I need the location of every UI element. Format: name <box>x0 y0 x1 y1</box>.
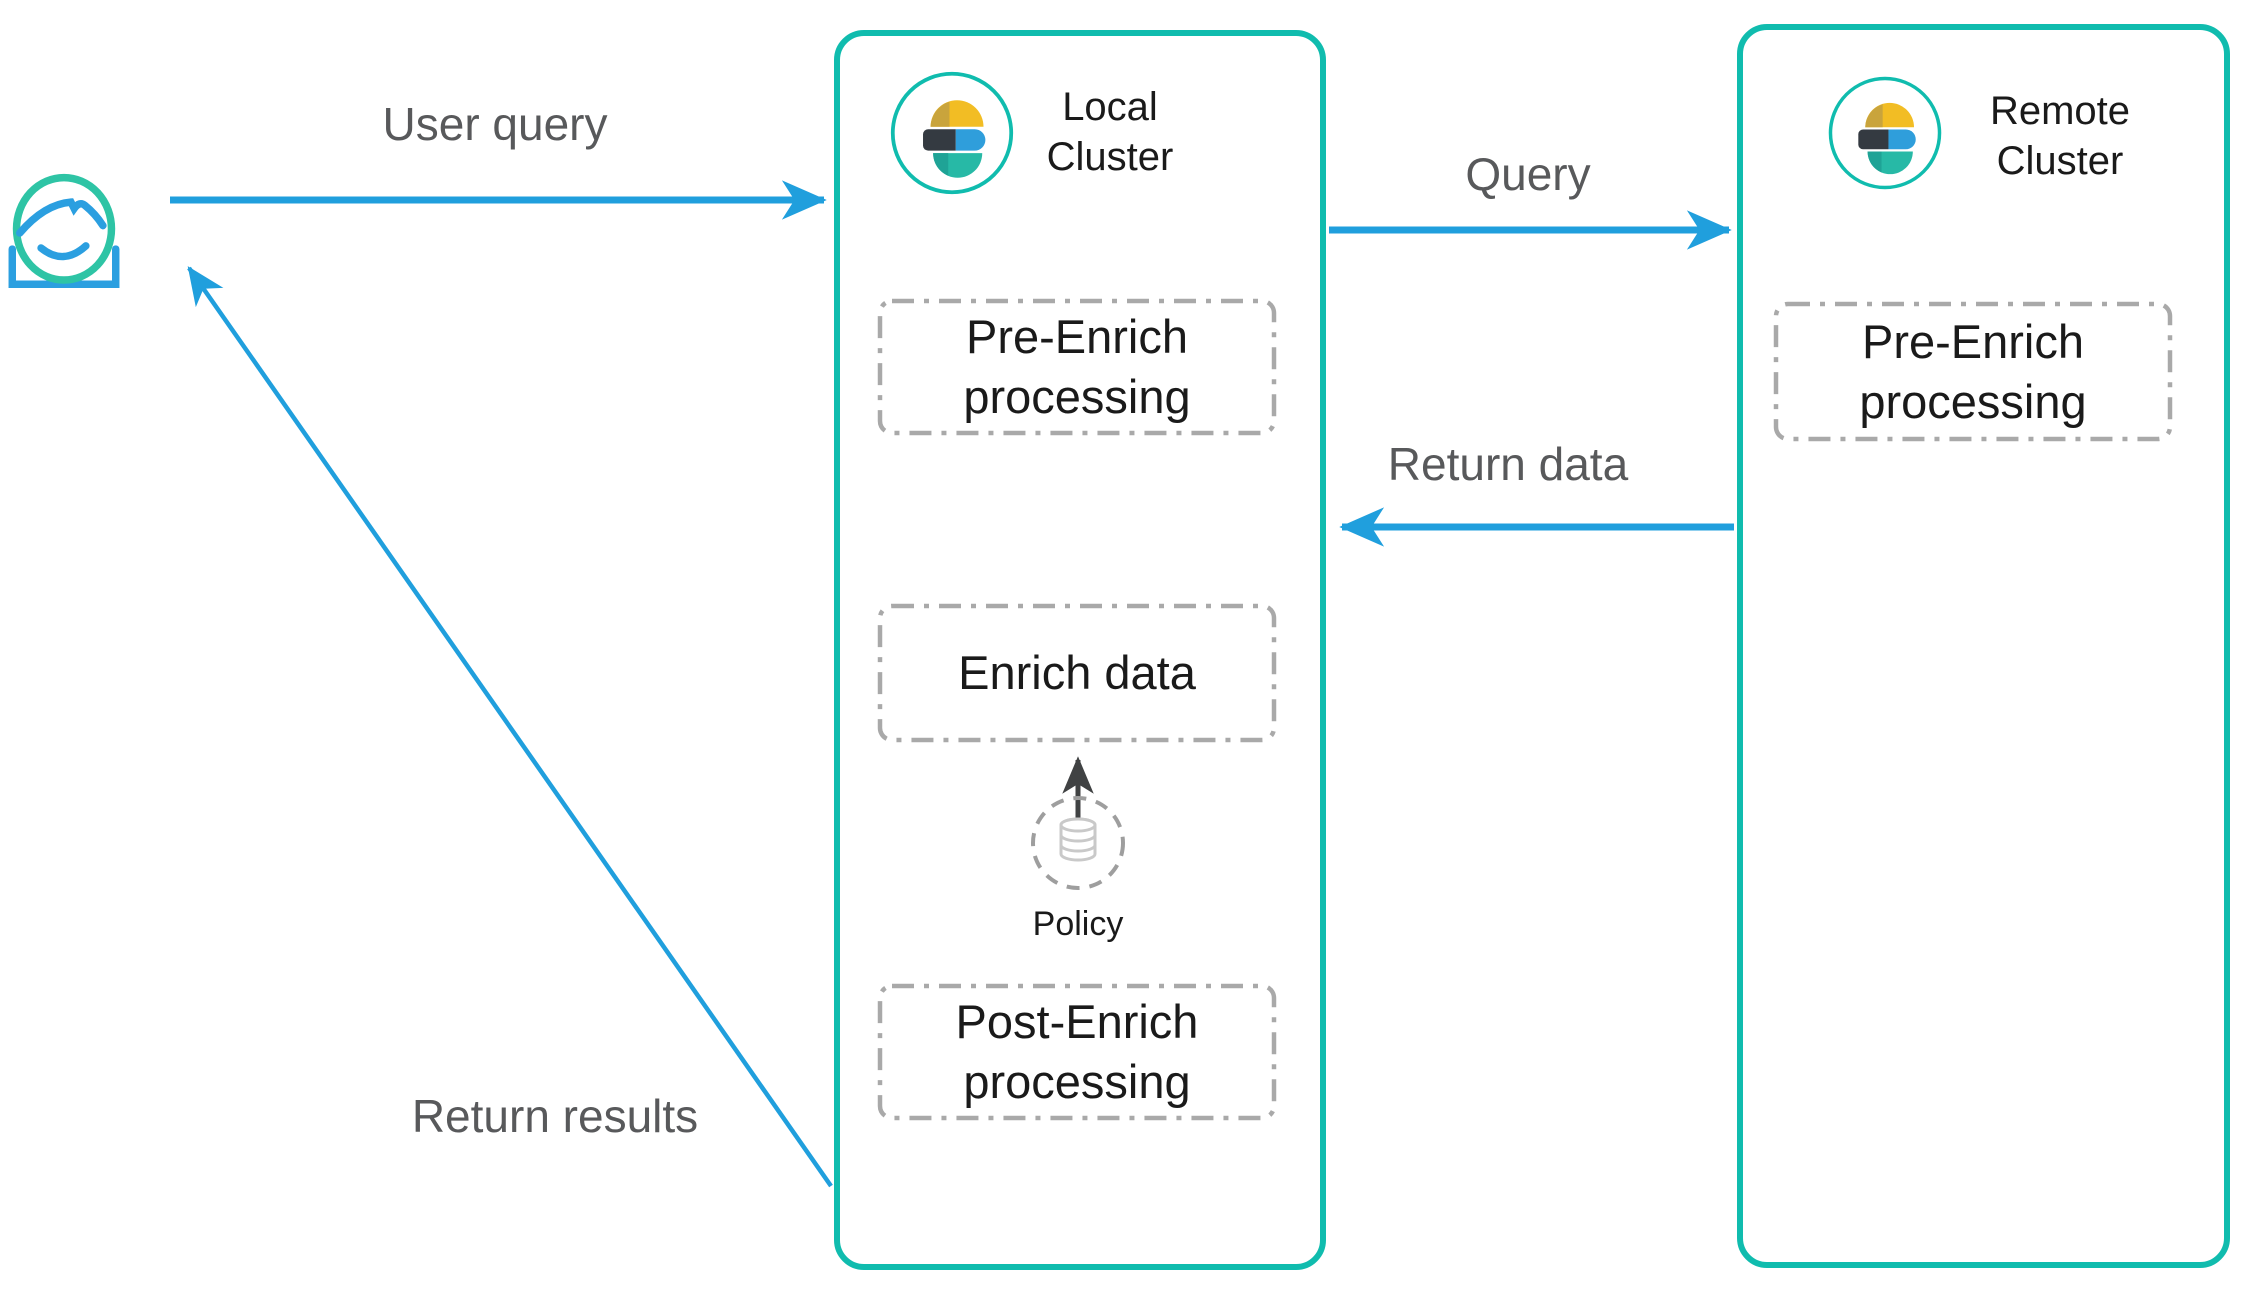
pre-enrich-label-remote: Pre-Enrich processing <box>1859 314 2087 428</box>
post-enrich-step: Post-Enrich processing <box>877 983 1277 1121</box>
return-results-label: Return results <box>411 1090 699 1142</box>
post-enrich-label: Post-Enrich processing <box>955 995 1199 1108</box>
dashed-border <box>1773 301 2173 442</box>
dashed-border <box>877 603 1277 743</box>
policy-label: Policy <box>1032 905 1124 943</box>
remote-cluster-title: Remote Cluster <box>1989 89 2131 183</box>
return-data-label: Return data <box>1387 438 1629 490</box>
query-label: Query <box>1465 148 1591 200</box>
dashed-border <box>877 983 1277 1121</box>
return-results-arrow <box>187 266 833 1188</box>
elastic-logo-icon <box>1827 75 1943 191</box>
database-icon <box>1059 817 1097 862</box>
remote-cluster-frame <box>1737 24 2230 1268</box>
pre-enrich-label-local: Pre-Enrich processing <box>963 310 1191 423</box>
policy-circle <box>1031 796 1125 890</box>
user-query-label: User query <box>382 98 608 150</box>
enrich-data-step: Enrich data <box>877 603 1277 743</box>
local-cluster-frame <box>834 30 1326 1270</box>
pre-enrich-step-remote: Pre-Enrich processing <box>1773 301 2173 442</box>
pre-enrich-step-local: Pre-Enrich processing <box>877 298 1277 436</box>
enrich-data-label: Enrich data <box>958 646 1196 699</box>
dashed-border <box>877 298 1277 436</box>
person-icon <box>8 173 120 288</box>
local-cluster-title: Local Cluster <box>1046 85 1174 179</box>
